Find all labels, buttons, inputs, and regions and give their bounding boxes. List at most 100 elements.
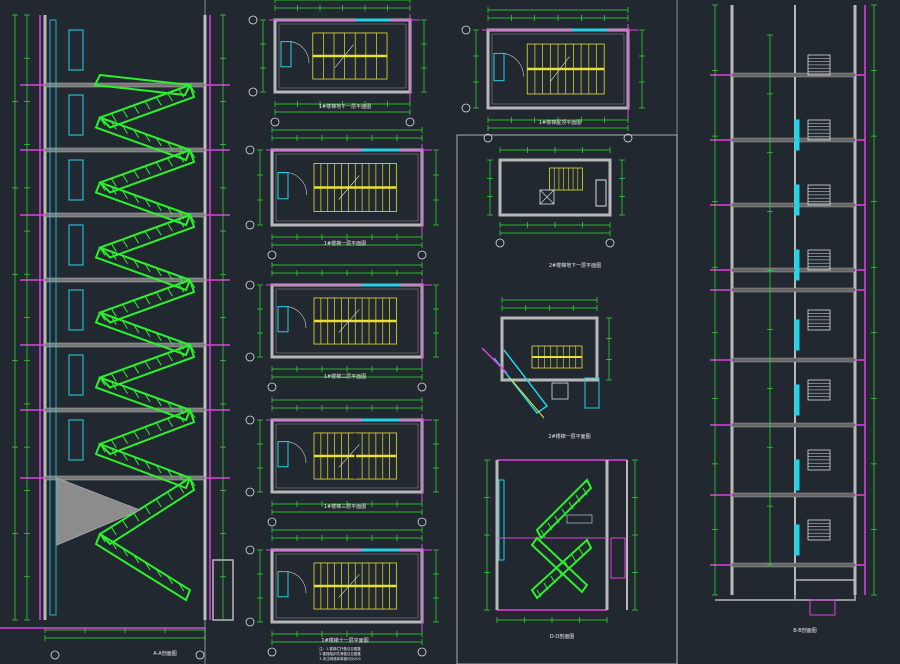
- stair-tread: [155, 291, 162, 301]
- window: [794, 384, 800, 416]
- stair-tread: [178, 283, 185, 293]
- stair-wall: [498, 158, 612, 217]
- stair-tread: [144, 133, 151, 143]
- stair-tread: [155, 568, 162, 578]
- stair-tread: [144, 460, 151, 470]
- floor-slab: [731, 287, 856, 293]
- window: [794, 184, 800, 216]
- stair-flight-section: [94, 532, 192, 602]
- stair-tread: [122, 174, 128, 183]
- stair-flight-section: [98, 476, 196, 546]
- stair-tread: [99, 312, 106, 321]
- stair-tread: [110, 447, 117, 457]
- stair-flight-section: [94, 246, 192, 292]
- stair-tread: [122, 385, 128, 394]
- landing-label-box: [566, 514, 593, 524]
- caption-plan-8: 2#楼梯一层平面图: [548, 433, 590, 440]
- floor-slab: [731, 267, 856, 273]
- axis-bubble: [195, 650, 205, 660]
- stair-tread: [155, 161, 162, 171]
- grid-line: [481, 347, 508, 374]
- stair-tread: [155, 397, 162, 407]
- stair-flight-section: [98, 343, 196, 389]
- stair-tread: [122, 304, 128, 313]
- stair-tread: [110, 373, 117, 382]
- axis-bubble: [417, 382, 427, 392]
- shaft-symbol: [539, 189, 555, 205]
- window: [68, 94, 84, 136]
- door-opening: [277, 172, 289, 200]
- stair-tread: [568, 501, 574, 510]
- stair-tread: [547, 522, 553, 531]
- stair-tread: [167, 287, 173, 297]
- axis-bubble: [417, 517, 427, 527]
- stair-tread: [122, 547, 128, 557]
- stair-direction-arrow: [338, 175, 360, 200]
- stair-tread: [189, 84, 196, 94]
- axis-bubble: [245, 545, 255, 555]
- shaft-cross: [539, 189, 555, 205]
- stair-tread: [178, 484, 185, 494]
- stair-flight-section: [535, 478, 593, 540]
- stair-tread: [133, 170, 140, 179]
- stair-tread: [178, 88, 185, 98]
- stair-tread: [189, 477, 196, 487]
- door-swing: [287, 172, 308, 196]
- stair-tread: [144, 165, 151, 175]
- stair-tread: [99, 117, 106, 126]
- stair-tread: [554, 515, 560, 524]
- door-opening: [277, 571, 289, 598]
- window: [68, 159, 84, 201]
- axis-bubble: [267, 250, 277, 260]
- stair-tread: [110, 113, 117, 122]
- door-opening: [595, 179, 607, 207]
- axis-bubble: [267, 517, 277, 527]
- axis-bubble: [245, 415, 255, 425]
- door-swing: [290, 41, 310, 64]
- stair-tread: [155, 464, 162, 474]
- stair-tread: [99, 247, 106, 256]
- stair-tread: [557, 568, 563, 577]
- stair-tread: [144, 328, 151, 338]
- stair-tread: [133, 554, 140, 564]
- caption-plan-2: 1#楼梯一层平面图: [324, 240, 366, 247]
- caption-plan-3: 1#楼梯二层平面图: [324, 373, 366, 380]
- sheet-grid-lines: [0, 0, 678, 664]
- window: [68, 29, 84, 71]
- stair-tread: [133, 129, 140, 138]
- stair-tread: [155, 422, 162, 432]
- axis-bubble: [461, 103, 471, 113]
- caption-plan-6: 1#楼梯屋顶平面图: [539, 119, 581, 126]
- stair-tread: [178, 153, 185, 163]
- axis-bubble: [267, 382, 277, 392]
- stair-tread: [144, 561, 151, 571]
- side-wall: [212, 559, 234, 621]
- stair-tread: [189, 149, 196, 159]
- stair-tread: [155, 137, 162, 147]
- stair-tread: [178, 218, 185, 228]
- stair-flight-section: [98, 213, 196, 259]
- stair-tread: [122, 239, 128, 248]
- roof-plan-panel: 1#楼梯屋顶平面图: [461, 7, 645, 143]
- stair-wall-inner: [278, 23, 407, 89]
- ramp-edge: [509, 377, 545, 419]
- stair-wall-inner: [491, 33, 625, 105]
- stair-tread: [564, 561, 570, 570]
- window: [794, 319, 800, 351]
- stair-tread: [550, 575, 556, 584]
- axis-bubble: [417, 250, 427, 260]
- stair-tread: [189, 409, 196, 419]
- stair-tread: [110, 121, 117, 130]
- window: [794, 524, 800, 556]
- axis-bubble: [245, 617, 255, 627]
- door-swing: [287, 306, 307, 329]
- stair-tread: [178, 473, 185, 483]
- note-line: 3.未注明墙体厚度均为200: [319, 656, 361, 661]
- stair-wall-inner: [275, 153, 419, 222]
- stair-tread: [167, 92, 173, 102]
- section-b-panel: B-B剖面图: [710, 4, 877, 634]
- caption-section-a: A-A剖面图: [153, 650, 176, 657]
- stair-tread: [144, 295, 151, 305]
- stair-flight-section: [94, 116, 192, 162]
- stair-tread: [133, 300, 140, 309]
